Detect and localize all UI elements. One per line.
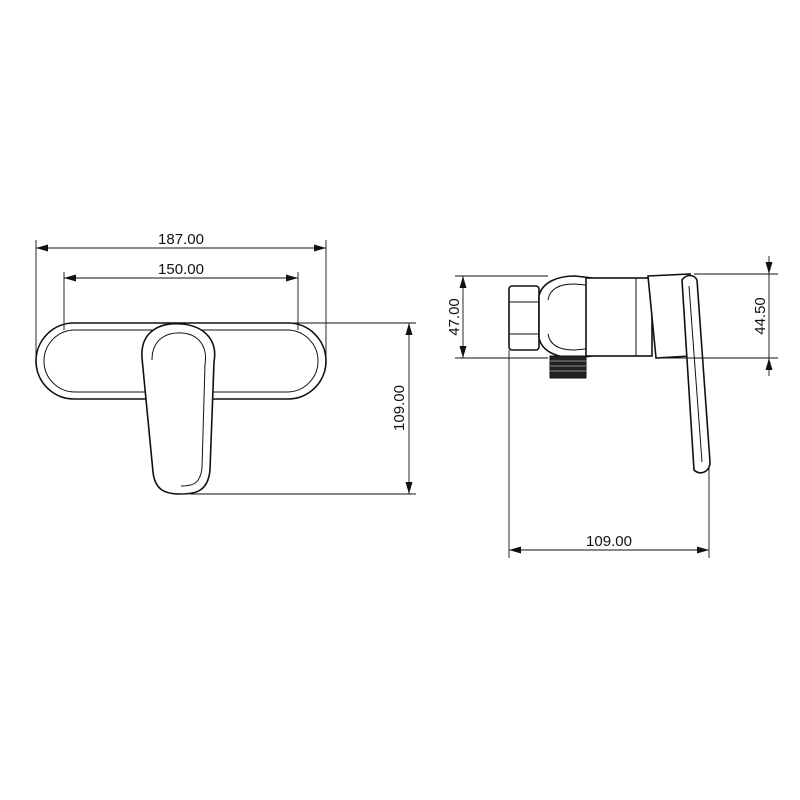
front-view: 187.00 150.00 109.00 xyxy=(35,231,416,495)
front-lever-inner-line xyxy=(151,332,207,487)
dim-label-44-50: 44.50 xyxy=(752,297,769,335)
dim-arrow-187-right xyxy=(314,244,326,252)
dim-arrow-109h-right xyxy=(697,546,709,554)
dim-label-150: 150.00 xyxy=(158,261,204,278)
side-threaded-inlet xyxy=(549,355,587,379)
side-lever-blade-inner xyxy=(688,285,703,463)
dim-label-47: 47.00 xyxy=(446,298,463,336)
dim-arrow-109h-left xyxy=(509,546,521,554)
front-lever-handle xyxy=(141,322,216,495)
side-cartridge-housing xyxy=(585,277,653,357)
side-view: 47.00 44.50 109.00 xyxy=(446,256,778,558)
dim-arrow-187-left xyxy=(36,244,48,252)
dim-arrow-44-50-top xyxy=(765,262,773,274)
dim-arrow-47-bottom xyxy=(459,346,467,358)
dim-label-109-vertical: 109.00 xyxy=(391,385,408,431)
side-hex-nut xyxy=(508,285,540,351)
dim-label-109-horizontal: 109.00 xyxy=(586,533,632,550)
dim-arrow-150-left xyxy=(64,274,76,282)
dim-arrow-150-right xyxy=(286,274,298,282)
dim-arrow-109-bottom xyxy=(405,482,413,494)
side-valve-body xyxy=(538,275,593,359)
side-valve-body-inner xyxy=(547,283,587,351)
dim-arrow-44-50-bottom xyxy=(765,358,773,370)
dim-arrow-109-top xyxy=(405,323,413,335)
dim-label-187: 187.00 xyxy=(158,231,204,248)
dim-arrow-47-top xyxy=(459,276,467,288)
